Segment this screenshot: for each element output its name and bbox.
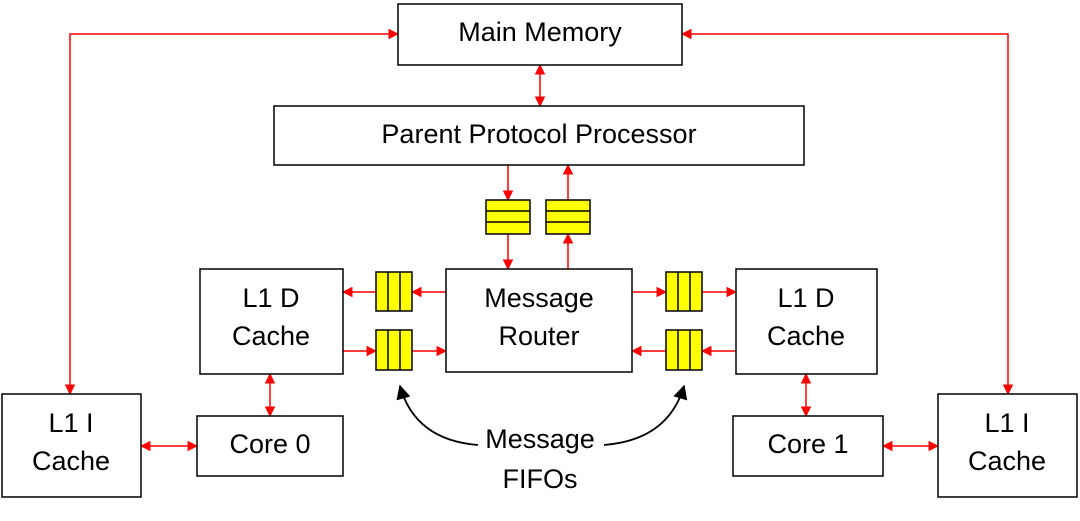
curve-to-right-fifo <box>603 384 688 446</box>
core0-block: Core 0 <box>196 415 344 477</box>
core1-block: Core 1 <box>732 415 884 477</box>
l1d-cache-right-label-line2: Cache <box>767 321 845 351</box>
fifo-right-bottom-icon <box>665 329 703 371</box>
curve-to-left-fifo <box>396 384 479 446</box>
l1i-cache-left-label-line1: L1 I <box>48 408 93 438</box>
l1i-cache-left-label-line2: Cache <box>32 446 110 476</box>
parent-protocol-processor-block: Parent Protocol Processor <box>273 105 805 166</box>
l1d-cache-right-label-line1: L1 D <box>777 283 834 313</box>
fifo-top-up-icon <box>545 199 591 235</box>
l1d-cache-right-block: L1 D Cache <box>735 268 878 375</box>
message-router-label-line1: Message <box>484 283 594 313</box>
fifo-right-top-icon <box>665 271 703 312</box>
wire-memory-l1i-left <box>64 28 400 396</box>
message-router-block: Message Router <box>445 268 633 373</box>
main-memory-block: Main Memory <box>397 3 683 66</box>
core1-label: Core 1 <box>767 429 848 459</box>
fifo-left-bottom-icon <box>375 329 413 371</box>
l1i-cache-right-label-line1: L1 I <box>984 408 1029 438</box>
wire-memory-l1i-right <box>680 28 1014 396</box>
l1i-cache-right-label-line2: Cache <box>968 446 1046 476</box>
l1d-cache-left-block: L1 D Cache <box>199 268 344 375</box>
fifo-left-top-icon <box>375 271 413 312</box>
fifo-top-down-icon <box>485 199 531 235</box>
message-router-label-line2: Router <box>498 321 579 351</box>
message-fifos-label-line2: FIFOs <box>503 464 578 494</box>
l1d-cache-left-label-line1: L1 D <box>242 283 299 313</box>
l1i-cache-left-block: L1 I Cache <box>1 393 142 498</box>
core0-label: Core 0 <box>229 429 310 459</box>
message-fifos-label-line1: Message <box>485 424 595 454</box>
main-memory-label: Main Memory <box>458 17 622 47</box>
wires <box>64 28 1014 452</box>
l1d-cache-left-label-line2: Cache <box>232 321 310 351</box>
l1i-cache-right-block: L1 I Cache <box>937 393 1078 498</box>
parent-protocol-processor-label: Parent Protocol Processor <box>381 119 696 149</box>
annotation-curves <box>396 384 688 446</box>
